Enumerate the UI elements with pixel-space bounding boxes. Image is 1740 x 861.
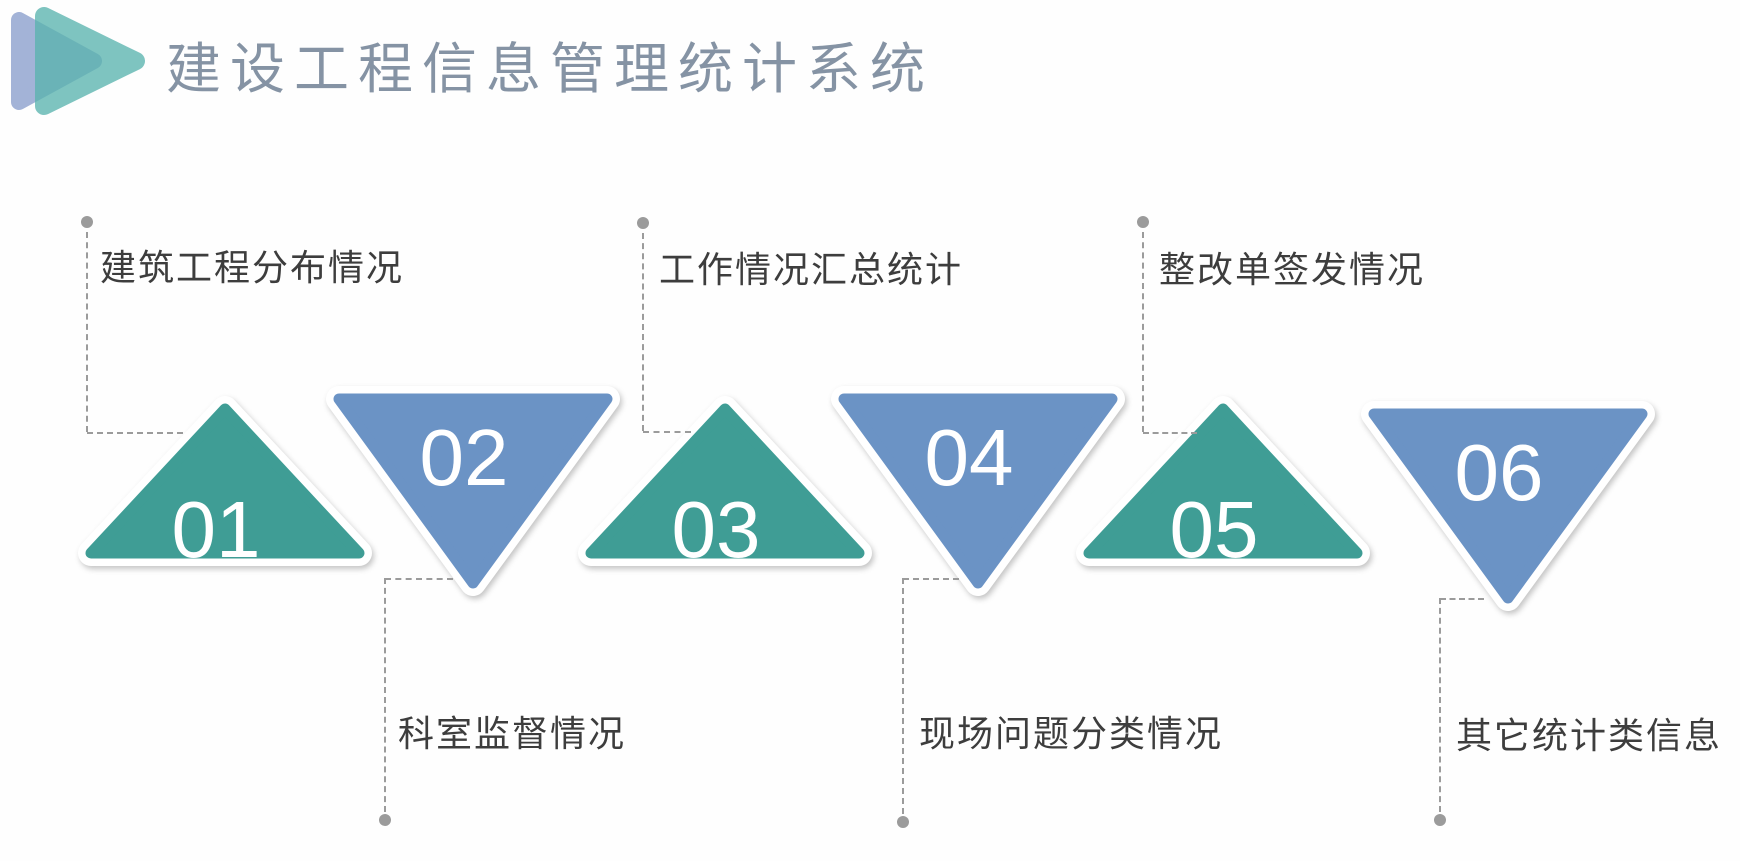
connector-hline-06: [1440, 598, 1484, 600]
connector-hline-01: [87, 432, 183, 434]
play-triangles-icon: [11, 7, 145, 115]
connector-dot-03: [637, 217, 649, 229]
triangle-item-06: 06: [1358, 398, 1658, 623]
connector-vline-04: [902, 578, 904, 814]
connector-hline-05: [1143, 432, 1197, 434]
triangle-up-shape: [1076, 396, 1370, 566]
item-number: 01: [171, 485, 261, 574]
triangle-down-shape: [831, 386, 1125, 596]
item-label-04: 现场问题分类情况: [919, 713, 1224, 754]
triangle-item-02: 02: [323, 383, 623, 608]
connector-hline-02: [385, 578, 453, 580]
page-title: 建设工程信息管理统计系统: [166, 38, 935, 100]
connector-dot-04: [897, 816, 909, 828]
connector-hline-04: [903, 578, 959, 580]
triangle-down-shape: [1361, 401, 1655, 611]
connector-vline-05: [1142, 232, 1144, 432]
item-number: 03: [671, 485, 761, 574]
connector-vline-06: [1439, 598, 1441, 812]
triangle-item-03: 03: [575, 391, 875, 581]
triangle-item-05: 05: [1073, 391, 1373, 581]
connector-dot-05: [1137, 216, 1149, 228]
connector-hline-03: [643, 431, 691, 433]
connector-dot-01: [81, 216, 93, 228]
item-number: 04: [924, 413, 1014, 502]
item-label-01: 建筑工程分布情况: [100, 247, 405, 288]
triangle-item-01: 01: [75, 391, 375, 581]
connector-vline-01: [86, 232, 88, 432]
item-label-03: 工作情况汇总统计: [659, 249, 964, 290]
connector-dot-02: [379, 814, 391, 826]
connector-dot-06: [1434, 814, 1446, 826]
connector-vline-03: [642, 233, 644, 431]
item-number: 02: [419, 413, 509, 502]
item-label-06: 其它统计类信息: [1456, 715, 1723, 756]
item-label-05: 整改单签发情况: [1159, 249, 1426, 290]
triangle-up-shape: [78, 396, 372, 566]
triangle-item-04: 04: [828, 383, 1128, 608]
item-number: 05: [1169, 485, 1259, 574]
triangle-up-shape: [578, 396, 872, 566]
logo-front-triangle: [35, 7, 145, 115]
item-label-02: 科室监督情况: [398, 713, 627, 754]
connector-vline-02: [384, 578, 386, 812]
triangle-down-shape: [326, 386, 620, 596]
item-number: 06: [1454, 428, 1544, 517]
